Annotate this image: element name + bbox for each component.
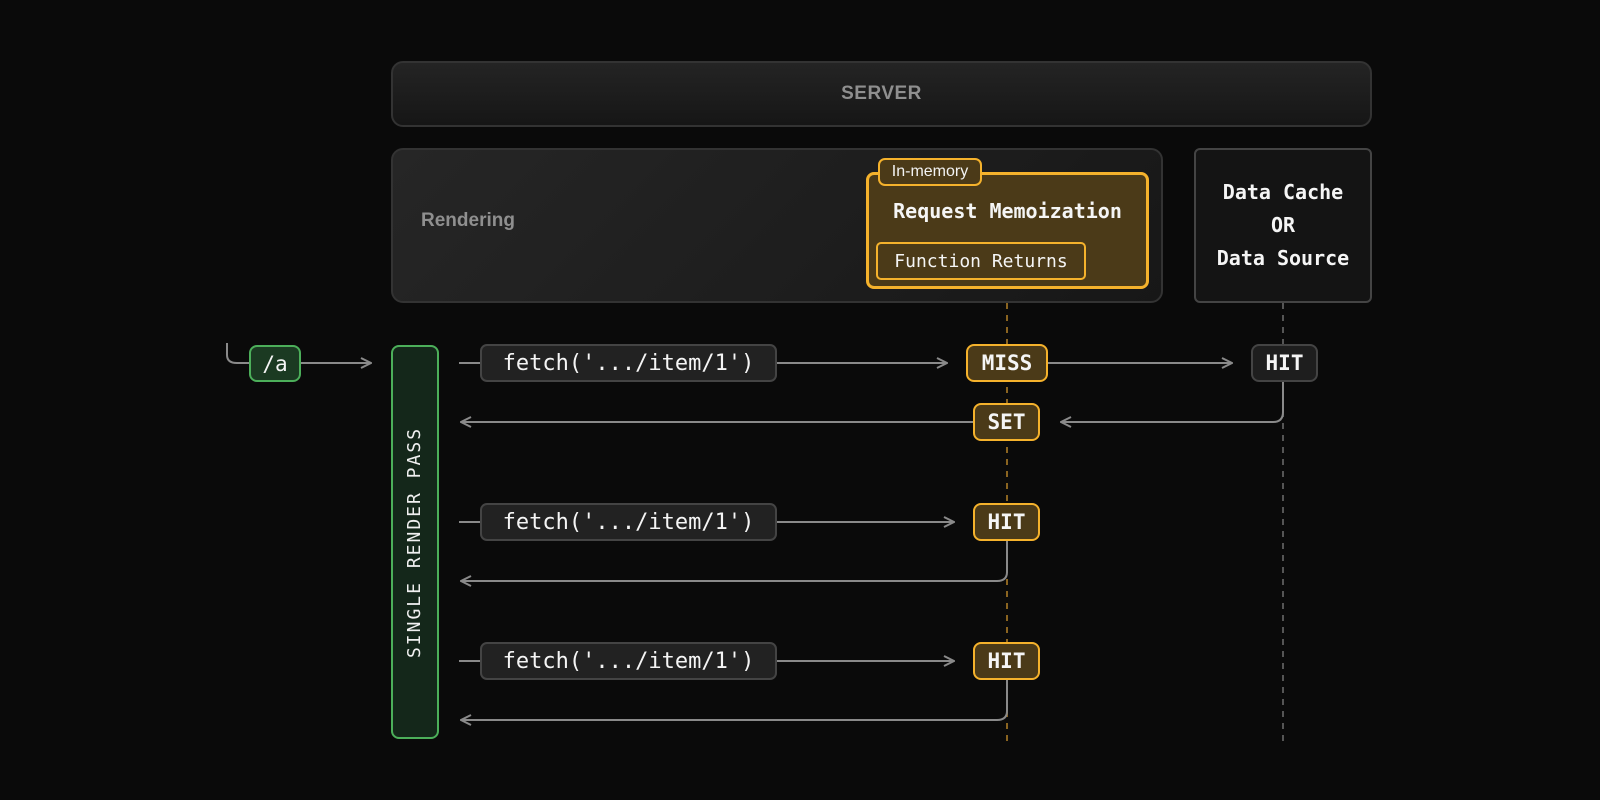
in-memory-tag: In-memory	[878, 158, 982, 186]
rendering-label: Rendering	[421, 210, 515, 231]
server-label: SERVER	[841, 83, 922, 104]
hit3-return-arrow	[461, 680, 1008, 720]
memo-set-badge: SET	[973, 403, 1040, 441]
fetch-call-3: fetch('.../item/1')	[480, 642, 777, 680]
fetch-call-1: fetch('.../item/1')	[480, 344, 777, 382]
single-render-pass-label: SINGLE RENDER PASS	[404, 426, 426, 658]
route-box: /a	[249, 345, 301, 382]
source-hit-badge: HIT	[1251, 344, 1318, 382]
fetch-call-2: fetch('.../item/1')	[480, 503, 777, 541]
server-bar: SERVER	[391, 61, 1372, 127]
incoming-curve	[226, 343, 249, 364]
source-to-set-arrow	[1061, 382, 1284, 422]
data-cache-box: Data Cache OR Data Source	[1194, 148, 1372, 303]
memo-hit-badge-2: HIT	[973, 503, 1040, 541]
data-cache-line-2: OR	[1270, 213, 1296, 237]
single-render-pass-label-wrap: SINGLE RENDER PASS	[391, 345, 439, 739]
hit2-return-arrow	[461, 541, 1008, 581]
data-cache-line-3: Data Source	[1216, 246, 1350, 270]
function-returns-box: Function Returns	[876, 242, 1086, 280]
single-render-pass-bar	[391, 345, 439, 739]
memo-miss-badge: MISS	[966, 344, 1048, 382]
memo-hit-badge-3: HIT	[973, 642, 1040, 680]
data-cache-line-1: Data Cache	[1222, 180, 1344, 204]
request-memoization-title: Request Memoization	[893, 199, 1122, 223]
